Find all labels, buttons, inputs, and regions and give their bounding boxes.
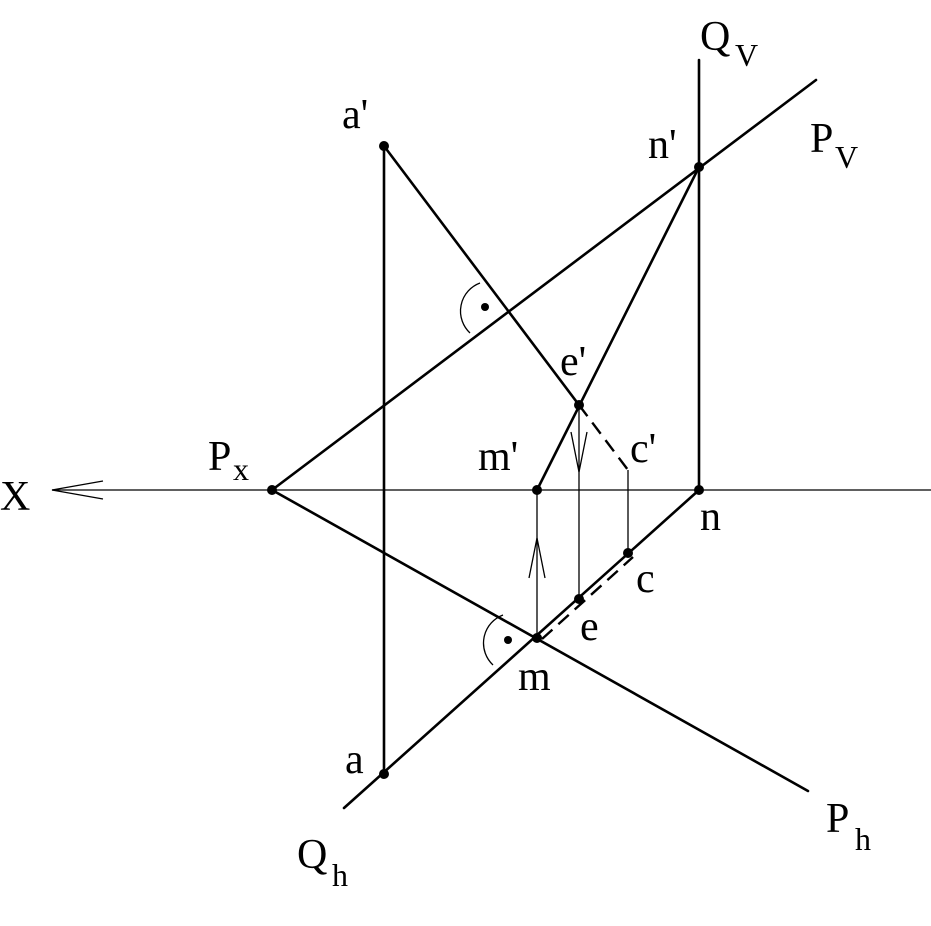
label-e: e	[580, 604, 599, 650]
right-angle-dot-upper	[481, 303, 489, 311]
label-qv-subscript: V	[735, 37, 758, 73]
label-n-prime: n'	[648, 122, 677, 168]
label-qh-subscript: h	[332, 857, 348, 893]
label-pv-subscript: V	[835, 139, 858, 175]
label-c-prime: c'	[630, 426, 656, 472]
label-e-prime: e'	[560, 339, 586, 385]
arrow-down-on-e-projector	[570, 431, 588, 473]
point-n-prime	[694, 162, 704, 172]
label-a-prime: a'	[342, 92, 368, 138]
label-px: P	[208, 434, 231, 480]
trace-qh	[342, 488, 701, 810]
label-px-subscript: x	[233, 451, 249, 487]
line-e-prime-c-prime	[578, 404, 629, 471]
point-px	[267, 485, 277, 495]
label-m: m	[518, 654, 551, 700]
point-e	[574, 594, 584, 604]
label-pv: P	[810, 116, 833, 162]
point-a	[379, 769, 389, 779]
arrow-up-on-m-projector	[528, 537, 546, 579]
label-m-prime: m'	[478, 434, 518, 480]
point-m-prime	[532, 485, 542, 495]
label-n: n	[700, 494, 721, 540]
label-qh: Q	[297, 832, 327, 878]
point-n	[694, 485, 704, 495]
line-a-prime-e-prime	[382, 144, 581, 407]
x-axis-arrowhead	[51, 480, 104, 500]
label-qv: Q	[700, 14, 730, 60]
point-a-prime	[379, 141, 389, 151]
label-ph-subscript: h	[855, 821, 871, 857]
label-ph: P	[826, 796, 849, 842]
label-c: c	[636, 556, 655, 602]
right-angle-arc-lower	[482, 614, 504, 666]
trace-pv	[270, 78, 818, 492]
point-m	[532, 633, 542, 643]
right-angle-dot-lower	[504, 636, 512, 644]
right-angle-arc-upper	[459, 282, 481, 334]
point-e-prime	[574, 400, 584, 410]
label-x-axis: X	[0, 474, 30, 520]
label-a: a	[345, 737, 364, 783]
point-c	[623, 548, 633, 558]
line-n-prime-m-prime	[535, 165, 701, 492]
